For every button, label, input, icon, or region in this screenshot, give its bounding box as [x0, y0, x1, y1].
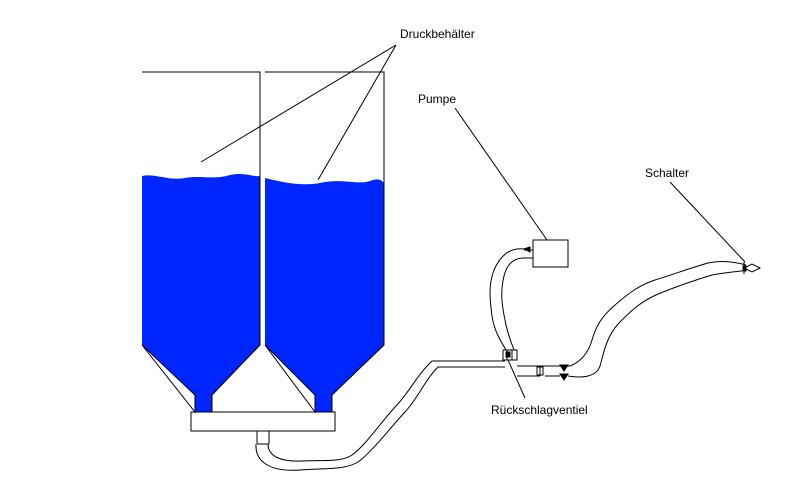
- pipe-marker-1: [559, 364, 569, 372]
- pipe-marker-2: [559, 373, 569, 381]
- left-tank-water: [142, 174, 260, 412]
- leader-check-valve: [507, 359, 526, 399]
- pump-box: [532, 239, 569, 268]
- hose-to-switch-outer: [569, 261, 747, 367]
- leader-tank-left: [200, 44, 397, 163]
- manifold-outlet: [256, 431, 270, 445]
- right-pressure-tank: [264, 71, 385, 414]
- hose-to-valve-outer: [255, 366, 505, 471]
- pump-label: Pumpe: [418, 92, 457, 106]
- left-tank-outline: [141, 71, 261, 414]
- pump-arrow: [522, 246, 531, 253]
- left-pressure-tank: [141, 71, 261, 414]
- switch-label: Schalter: [645, 166, 690, 180]
- right-tank-outline: [264, 71, 385, 414]
- leader-switch: [669, 181, 746, 263]
- switch: [742, 262, 762, 274]
- hose-pump-outer: [489, 248, 525, 351]
- hose-to-valve-inner: [267, 360, 505, 462]
- leader-tank-right: [317, 44, 397, 181]
- manifold-box: [190, 411, 336, 432]
- check-valve-label: Rückschlagventiel: [491, 403, 588, 417]
- check-valve: [502, 349, 518, 361]
- hose-to-switch-inner: [567, 269, 747, 378]
- hose-pump-inner: [501, 257, 525, 351]
- leader-pump: [454, 107, 548, 241]
- pipe-valve: [536, 366, 544, 376]
- right-tank-water: [265, 178, 384, 412]
- tank-label: Druckbehälter: [400, 27, 475, 41]
